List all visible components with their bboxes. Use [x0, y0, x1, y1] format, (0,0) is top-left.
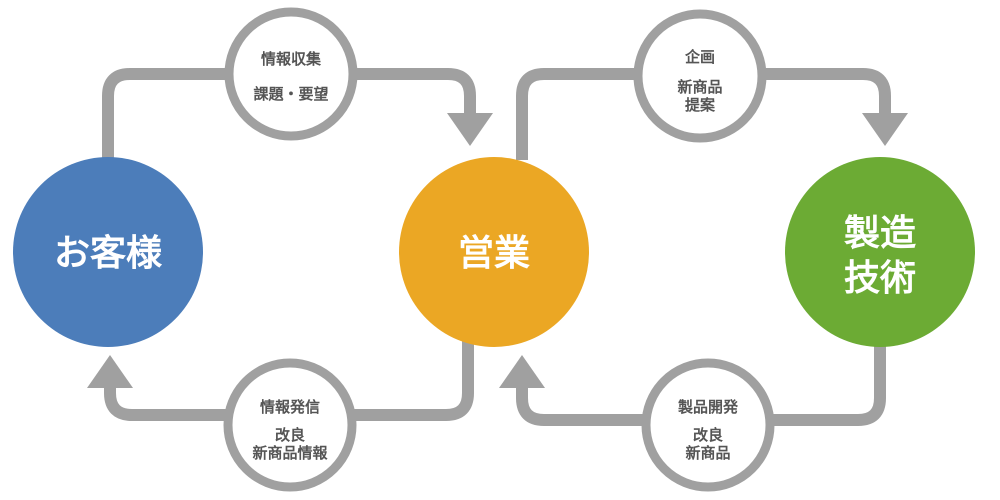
- flow-bubble-bottom-left: 情報発信 改良 新商品情報: [223, 358, 357, 492]
- flow-title: 情報発信: [260, 398, 320, 416]
- flow-bubble-top-right: 企画 新商品 提案: [633, 9, 767, 143]
- flow-detail: 課題・要望: [253, 85, 328, 103]
- arrow-up-icon: [499, 355, 545, 388]
- flow-bubble-top-left: 情報収集 課題・要望: [224, 7, 358, 141]
- node-customer: お客様: [13, 157, 203, 347]
- node-sales: 営業: [399, 157, 589, 347]
- flow-detail: 新商品: [677, 78, 722, 96]
- node-tech: 製造 技術: [785, 157, 975, 347]
- flow-detail: 改良: [693, 426, 723, 444]
- arrow-down-icon: [447, 113, 493, 146]
- flow-bubble-bottom-right: 製品開発 改良 新商品: [641, 358, 775, 492]
- arrow-up-icon: [87, 355, 133, 388]
- node-label: 製造: [844, 213, 916, 254]
- node-label: 営業: [458, 233, 530, 274]
- flow-detail: 新商品情報: [252, 444, 328, 462]
- node-label: 技術: [844, 258, 916, 299]
- flow-title: 情報収集: [261, 50, 322, 68]
- flow-title: 企画: [684, 48, 715, 66]
- node-label: お客様: [54, 233, 163, 274]
- arrow-down-icon: [862, 113, 908, 146]
- flow-detail: 新商品: [685, 444, 730, 462]
- flow-detail: 提案: [685, 96, 716, 114]
- flow-detail: 改良: [275, 426, 305, 444]
- flow-title: 製品開発: [677, 398, 739, 416]
